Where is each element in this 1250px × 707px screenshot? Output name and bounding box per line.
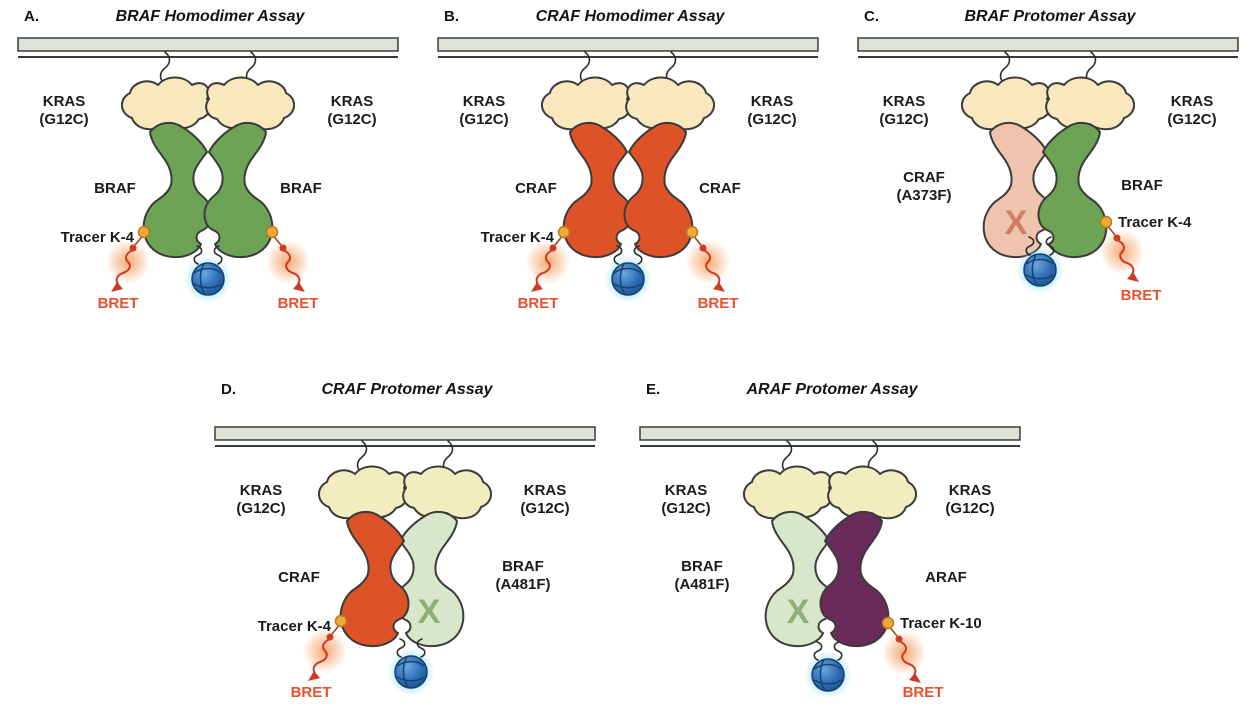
bret-right-label: BRET <box>278 295 319 312</box>
kras-left-label-2: (G12C) <box>661 500 710 517</box>
tracer-label: Tracer K-4 <box>1118 214 1192 231</box>
right-protein-label: ARAF <box>925 569 967 586</box>
panel-craf-protomer: D. CRAF Protomer Assay X KRAS (G12C) KRA… <box>205 375 605 707</box>
kras-right-label-2: (G12C) <box>1167 111 1216 128</box>
craf-right-shape <box>623 121 694 259</box>
inactive-protomer-x: X <box>418 593 441 631</box>
panel-craf-homodimer: B. CRAF Homodimer Assay KRAS (G12C) KRAS… <box>428 2 828 339</box>
membrane <box>857 37 1239 52</box>
craf-left-shape <box>562 121 633 259</box>
right-protein-label-2: (A481F) <box>495 576 550 593</box>
kras-left-label-2: (G12C) <box>236 500 285 517</box>
kras-right-label-2: (G12C) <box>327 111 376 128</box>
membrane <box>214 426 596 441</box>
kras-left-label: KRAS <box>883 93 926 110</box>
panel-c-diagram: C. BRAF Protomer Assay X KRAS (G12C) KRA… <box>857 8 1239 304</box>
left-protein-label: CRAF <box>515 180 557 197</box>
kras-left-label: KRAS <box>665 482 708 499</box>
panel-title: BRAF Protomer Assay <box>964 8 1136 25</box>
right-protein-label: BRAF <box>502 558 544 575</box>
kras-right-label-2: (G12C) <box>747 111 796 128</box>
panel-b-diagram: B. CRAF Homodimer Assay KRAS (G12C) KRAS… <box>437 8 819 312</box>
nanoluc-sphere <box>380 638 442 703</box>
kras-left-label: KRAS <box>43 93 86 110</box>
tracer-right <box>682 227 734 293</box>
right-protein-label: BRAF <box>280 180 322 197</box>
bret-left-label: BRET <box>98 295 139 312</box>
kras-right-shape <box>205 76 296 131</box>
panel-title: CRAF Homodimer Assay <box>536 8 726 25</box>
bret-left-label: BRET <box>291 684 332 701</box>
kras-left-label: KRAS <box>240 482 283 499</box>
panel-araf-protomer: E. ARAF Protomer Assay X KRAS (G12C) KRA… <box>630 375 1030 707</box>
panel-letter: D. <box>221 381 236 398</box>
bret-right-label: BRET <box>698 295 739 312</box>
bret-left-label: BRET <box>518 295 559 312</box>
bret-right-label: BRET <box>1121 287 1162 304</box>
kras-right-label: KRAS <box>949 482 992 499</box>
left-protein-label: BRAF <box>94 180 136 197</box>
panel-a-diagram: A. BRAF Homodimer Assay KRAS (G12C) KRAS… <box>17 8 399 312</box>
tracer-label: Tracer K-4 <box>61 229 135 246</box>
panel-e-diagram: E. ARAF Protomer Assay X KRAS (G12C) KRA… <box>639 381 1021 706</box>
membrane <box>639 426 1021 441</box>
nanoluc-sphere <box>797 641 859 706</box>
panel-letter: C. <box>864 8 879 25</box>
left-protein-label: BRAF <box>681 558 723 575</box>
tracer-label: Tracer K-4 <box>481 229 555 246</box>
left-protein-label: CRAF <box>903 169 945 186</box>
kras-left-label: KRAS <box>463 93 506 110</box>
kras-right-label-2: (G12C) <box>945 500 994 517</box>
kras-right-label: KRAS <box>331 93 374 110</box>
kras-left-label-2: (G12C) <box>39 111 88 128</box>
right-protein-label: BRAF <box>1121 177 1163 194</box>
panel-title: BRAF Homodimer Assay <box>116 8 306 25</box>
braf-right-shape <box>203 121 274 259</box>
tracer-right <box>262 227 314 293</box>
bret-right-label: BRET <box>903 684 944 701</box>
braf-left-shape <box>142 121 213 259</box>
kras-right-label: KRAS <box>751 93 794 110</box>
membrane <box>17 37 399 52</box>
kras-left-shape <box>742 465 833 520</box>
kras-left-shape <box>120 76 211 131</box>
tracer-label: Tracer K-4 <box>258 618 332 635</box>
kras-right-label: KRAS <box>1171 93 1214 110</box>
panel-letter: B. <box>444 8 459 25</box>
kras-left-shape <box>317 465 408 520</box>
inactive-protomer-x: X <box>787 593 810 631</box>
inactive-protomer-x: X <box>1005 204 1028 242</box>
kras-left-label-2: (G12C) <box>879 111 928 128</box>
kras-left-shape <box>960 76 1051 131</box>
araf-right-shape <box>819 510 890 648</box>
panel-braf-homodimer: A. BRAF Homodimer Assay KRAS (G12C) KRAS… <box>8 2 408 339</box>
craf-left-shape <box>339 510 410 648</box>
left-protein-label-2: (A481F) <box>674 576 729 593</box>
kras-right-label-2: (G12C) <box>520 500 569 517</box>
right-protein-label: CRAF <box>699 180 741 197</box>
panel-letter: A. <box>24 8 39 25</box>
kras-right-shape <box>402 465 493 520</box>
left-protein-label: CRAF <box>278 569 320 586</box>
panel-title: CRAF Protomer Assay <box>321 381 493 398</box>
braf-right-shape <box>1037 121 1108 259</box>
membrane <box>437 37 819 52</box>
kras-right-shape <box>1045 76 1136 131</box>
panel-letter: E. <box>646 381 660 398</box>
kras-left-shape <box>540 76 631 131</box>
panel-d-diagram: D. CRAF Protomer Assay X KRAS (G12C) KRA… <box>214 381 596 703</box>
panel-braf-protomer: C. BRAF Protomer Assay X KRAS (G12C) KRA… <box>848 2 1248 339</box>
kras-right-shape <box>827 465 918 520</box>
panel-title: ARAF Protomer Assay <box>745 381 918 398</box>
tracer-label: Tracer K-10 <box>900 615 982 632</box>
kras-right-shape <box>625 76 716 131</box>
kras-right-label: KRAS <box>524 482 567 499</box>
left-protein-label-2: (A373F) <box>896 187 951 204</box>
kras-left-label-2: (G12C) <box>459 111 508 128</box>
